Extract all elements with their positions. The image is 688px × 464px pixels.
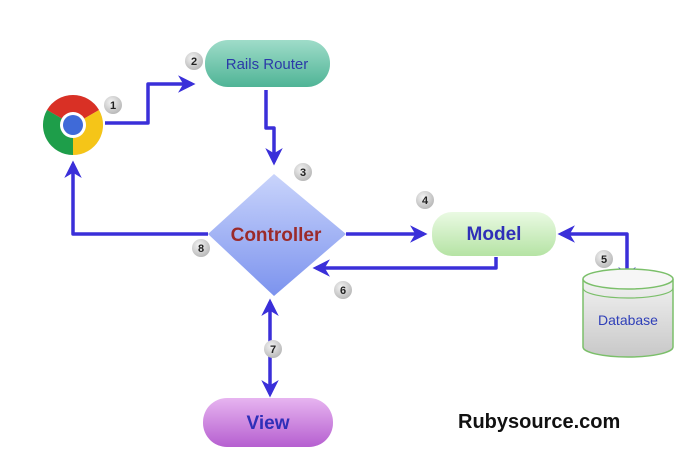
arrow-model-to-controller	[312, 257, 498, 277]
arrow-controller-to-browser	[64, 160, 208, 236]
arrow-model-database	[557, 225, 636, 285]
view-label: View	[247, 413, 290, 434]
step-badge-3: 3	[294, 163, 312, 181]
controller-label: Controller	[231, 225, 322, 246]
step-badges: 1 2 3 4 5 6 7 8	[104, 52, 613, 358]
arrow-browser-to-router	[105, 75, 196, 125]
model-label: Model	[467, 224, 522, 245]
controller-node: Controller	[208, 174, 346, 296]
svg-text:4: 4	[422, 195, 429, 207]
svg-text:2: 2	[191, 56, 197, 68]
arrow-router-to-controller	[264, 90, 283, 166]
svg-text:5: 5	[601, 254, 607, 266]
chrome-browser-icon	[42, 94, 104, 156]
rails-router-node: Rails Router	[205, 40, 330, 87]
database-label: Database	[598, 312, 658, 328]
step-badge-5: 5	[595, 250, 613, 268]
svg-text:6: 6	[340, 285, 346, 297]
step-badge-4: 4	[416, 191, 434, 209]
step-badge-1: 1	[104, 96, 122, 114]
step-badge-8: 8	[192, 239, 210, 257]
svg-text:8: 8	[198, 243, 204, 255]
svg-text:1: 1	[110, 100, 116, 112]
svg-text:7: 7	[270, 344, 276, 356]
view-node: View	[203, 398, 333, 447]
step-badge-7: 7	[264, 340, 282, 358]
step-badge-6: 6	[334, 281, 352, 299]
rails-router-label: Rails Router	[226, 56, 309, 73]
database-node: Database	[582, 268, 674, 358]
source-watermark: Rubysource.com	[458, 411, 621, 433]
svg-text:3: 3	[300, 167, 306, 179]
step-badge-2: 2	[185, 52, 203, 70]
arrows	[64, 75, 636, 398]
model-node: Model	[432, 212, 556, 256]
